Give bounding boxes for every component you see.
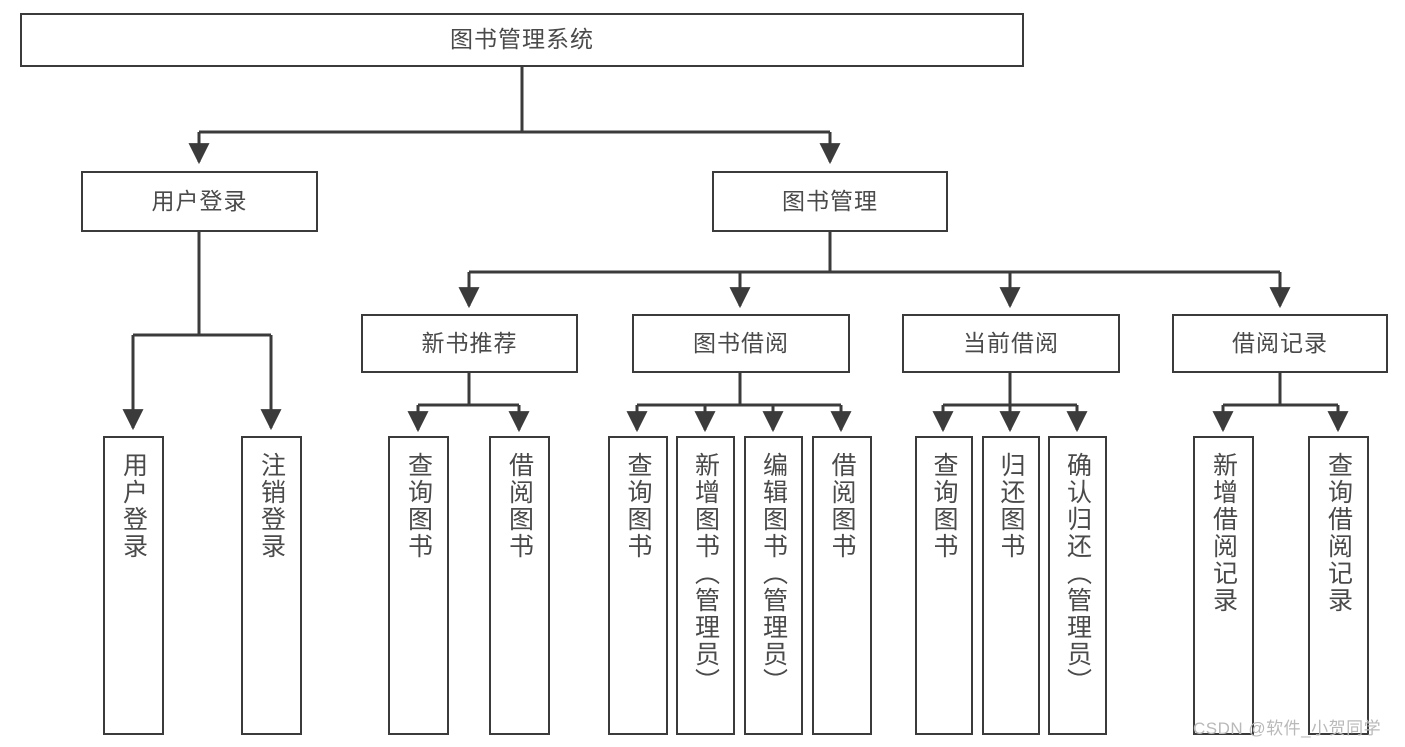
- node-new-book-recommend[interactable]: 新书推荐: [361, 314, 578, 373]
- leaf-confirm-return-admin[interactable]: 确认归还（管理员）: [1048, 436, 1107, 735]
- node-new-book-recommend-label: 新书推荐: [421, 329, 518, 356]
- leaf-return-book-label: 归还图书: [997, 452, 1025, 560]
- watermark-text: CSDN @软件_小贺同学: [1193, 719, 1382, 738]
- leaf-add-book-admin-label: 新增图书（管理员）: [691, 452, 720, 695]
- leaf-edit-book-admin[interactable]: 编辑图书（管理员）: [744, 436, 803, 735]
- node-root-system[interactable]: 图书管理系统: [20, 13, 1024, 67]
- leaf-borrow-book[interactable]: 借阅图书: [812, 436, 872, 735]
- leaf-edit-book-admin-label: 编辑图书（管理员）: [759, 452, 788, 695]
- leaf-query-borrow-record[interactable]: 查询借阅记录: [1308, 436, 1369, 735]
- leaf-query-book-current-label: 查询图书: [930, 452, 958, 560]
- node-user-login[interactable]: 用户登录: [81, 171, 318, 232]
- leaf-query-book[interactable]: 查询图书: [608, 436, 668, 735]
- node-book-borrow-label: 图书借阅: [693, 329, 789, 356]
- leaf-user-login-label: 用户登录: [119, 452, 148, 560]
- leaf-query-borrow-record-label: 查询借阅记录: [1324, 452, 1353, 614]
- leaf-user-logout[interactable]: 注销登录: [241, 436, 302, 735]
- node-borrow-record[interactable]: 借阅记录: [1172, 314, 1388, 373]
- leaf-confirm-return-admin-label: 确认归还（管理员）: [1063, 452, 1092, 695]
- node-borrow-record-label: 借阅记录: [1232, 329, 1328, 356]
- node-user-login-label: 用户登录: [151, 187, 248, 214]
- leaf-add-borrow-record-label: 新增借阅记录: [1209, 452, 1238, 614]
- leaf-query-book-recommend-label: 查询图书: [404, 452, 433, 560]
- node-book-management[interactable]: 图书管理: [712, 171, 948, 232]
- leaf-query-book-recommend[interactable]: 查询图书: [388, 436, 449, 735]
- leaf-user-logout-label: 注销登录: [257, 452, 286, 560]
- leaf-borrow-book-recommend[interactable]: 借阅图书: [489, 436, 550, 735]
- node-current-borrow[interactable]: 当前借阅: [902, 314, 1120, 373]
- node-root-label: 图书管理系统: [450, 26, 594, 53]
- leaf-borrow-book-recommend-label: 借阅图书: [505, 452, 534, 560]
- leaf-add-borrow-record[interactable]: 新增借阅记录: [1193, 436, 1254, 735]
- leaf-add-book-admin[interactable]: 新增图书（管理员）: [676, 436, 735, 735]
- node-book-borrow[interactable]: 图书借阅: [632, 314, 850, 373]
- node-book-management-label: 图书管理: [782, 187, 878, 214]
- leaf-user-login[interactable]: 用户登录: [103, 436, 164, 735]
- leaf-borrow-book-label: 借阅图书: [828, 452, 856, 560]
- leaf-query-book-current[interactable]: 查询图书: [915, 436, 973, 735]
- leaf-return-book[interactable]: 归还图书: [982, 436, 1040, 735]
- node-current-borrow-label: 当前借阅: [963, 329, 1059, 356]
- leaf-query-book-label: 查询图书: [624, 452, 652, 560]
